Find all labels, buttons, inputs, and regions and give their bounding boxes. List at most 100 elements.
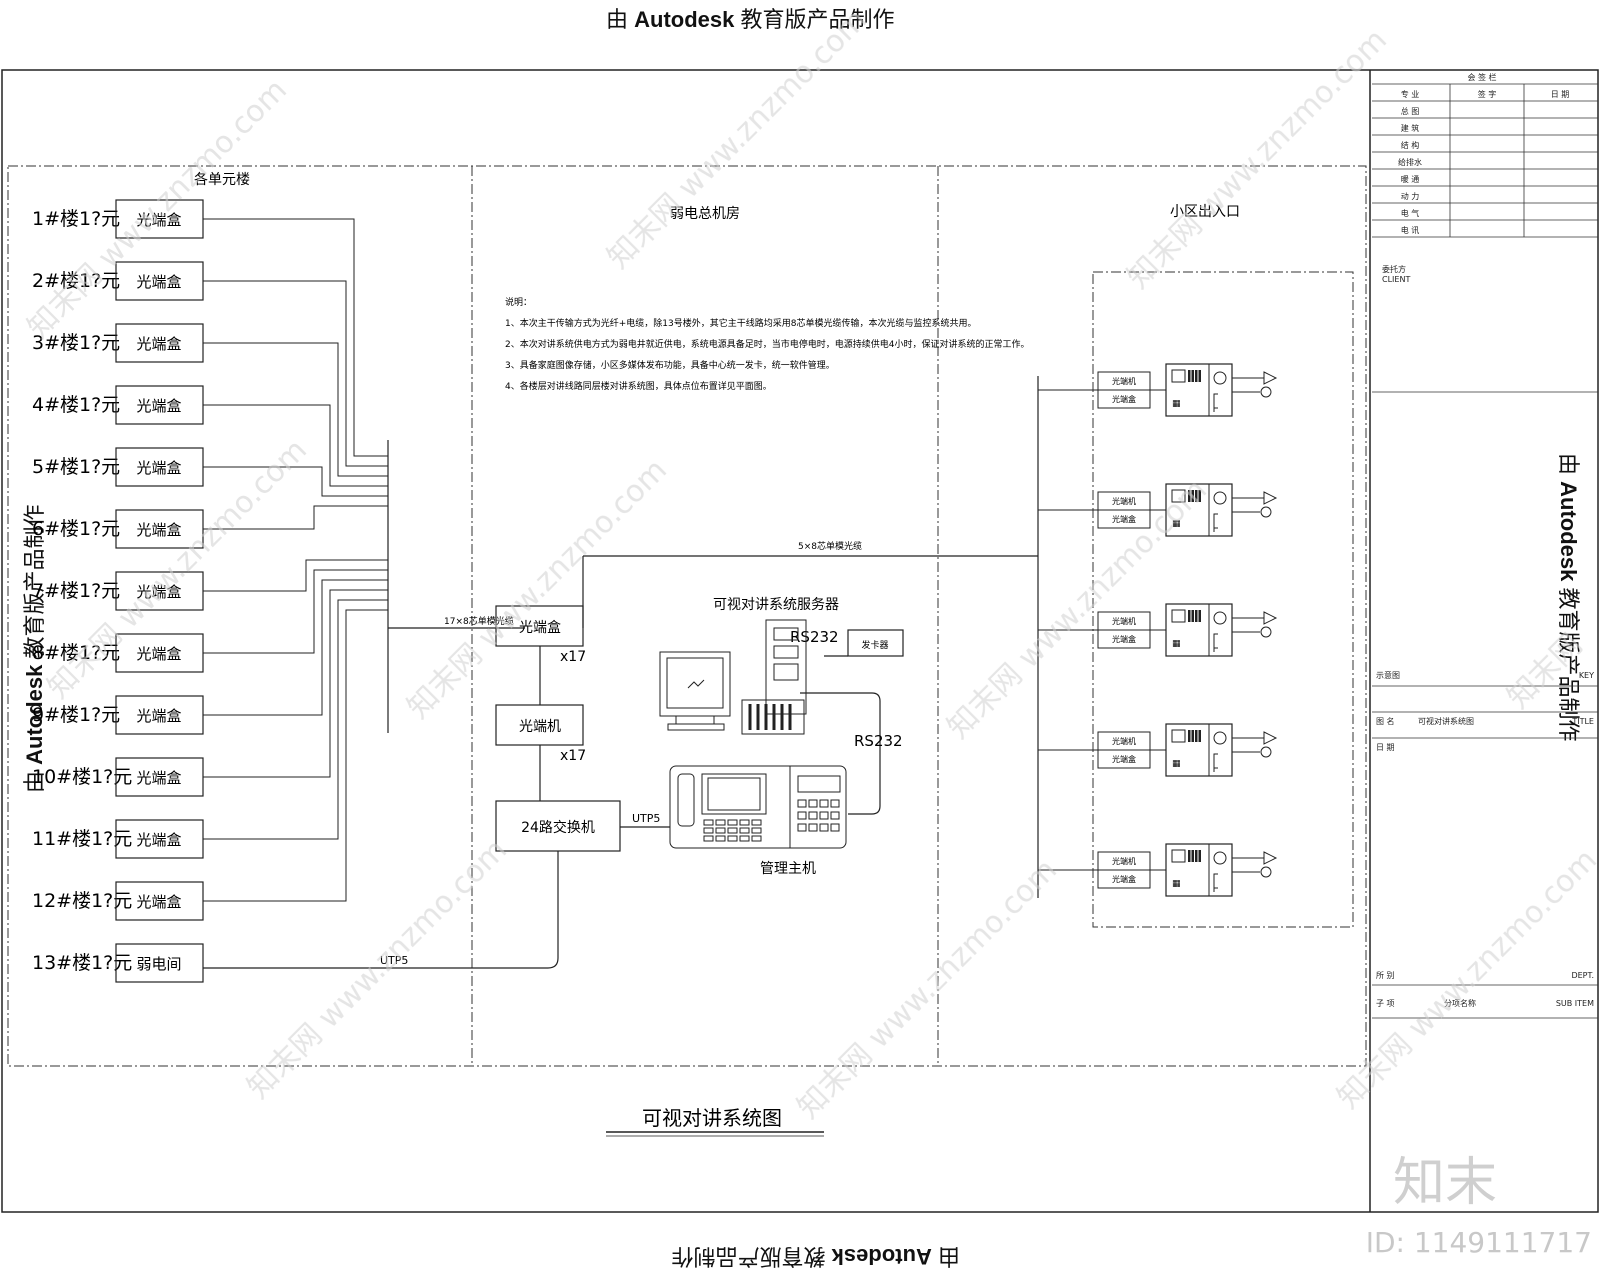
building-fiber-line [203,559,388,592]
building-label: 8#楼1?元 [32,642,120,664]
host-key [808,799,818,808]
svg-text:知末网 www.znzmo.com: 知末网 www.znzmo.com [1331,843,1600,1116]
door-handle [1213,873,1218,892]
section-units: 各单元楼 [194,172,250,188]
notes-title: 说明： [505,296,532,308]
svg-text:知末网 www.znzmo.com: 知末网 www.znzmo.com [401,453,674,726]
rs232-a: RS232 [790,628,839,646]
host-key [727,835,738,842]
building-box-label: 光端盒 [136,521,181,539]
building-fiber-line [203,505,388,530]
host-key [797,823,807,832]
building-box-label: 光端盒 [136,893,181,911]
watermark-name: 知末网 [601,187,689,275]
host-key [739,835,750,842]
building-fiber-line [203,342,388,477]
svg-text:知末网 www.znzmo.com: 知末网 www.znzmo.com [941,473,1214,746]
host-key [808,811,818,820]
tb-sub-mid: 分项名称 [1444,998,1476,1008]
door-button-icon [1260,386,1272,398]
x17-b: x17 [560,748,586,764]
door-handle [1213,633,1218,652]
building-fiber-line [203,589,388,778]
tb-date-cn: 日 期 [1376,743,1395,752]
svg-text:知末网 www.znzmo.com: 知末网 www.znzmo.com [791,853,1064,1126]
host-key [751,827,762,834]
utp5-b13: UTP5 [380,954,408,967]
door-lock-icon [1263,611,1278,625]
gate-bottom-label: 光端盒 [1112,754,1136,764]
watermark-site: www.znzmo.com [311,833,514,1036]
title-block [1372,83,1598,1019]
tb-key-cn: 示意图 [1376,670,1400,680]
host-key [715,835,726,842]
watermark-name: 知末网 [941,657,1029,745]
building-label: 1#楼1?元 [32,208,120,230]
building-box-label: 光端盒 [136,335,181,353]
watermark-name: 知末网 [1121,207,1209,295]
building-box-label: 光端盒 [136,211,181,229]
building-label: 13#楼1?元 [32,952,132,974]
tb-title-value: 可视对讲系统图 [1418,716,1474,726]
door-keypad [1188,490,1191,502]
tb-dept-cn: 所 别 [1376,970,1395,980]
tb-col-sign: 签 字 [1478,89,1497,99]
tb-client-cn: 委托方 [1382,264,1406,274]
tb-dept-en: DEPT. [1571,971,1594,980]
section-machine-room: 弱电总机房 [670,206,740,222]
door-lock-icon [1263,731,1278,745]
host-key [715,827,726,834]
watermark-layer: 知末网 www.znzmo.com 知末网 www.znzmo.com 知末网 … [21,3,1600,1126]
door-button-icon [1260,506,1272,518]
door-keypad [1198,610,1201,622]
door-button-icon [1260,866,1272,878]
host-key [797,799,807,808]
building-opt-box [115,943,204,983]
building-label: 9#楼1?元 [32,704,120,726]
host-key [751,835,762,842]
building-label: 2#楼1?元 [32,270,120,292]
building-box-label: 光端盒 [136,583,181,601]
host-key [797,811,807,820]
door-handle [1213,513,1218,532]
utp5-switch: UTP5 [632,812,660,825]
host-key [739,827,750,834]
door-speaker-icon [1213,371,1227,385]
tb-sign-header: 会 签 栏 [1467,72,1496,82]
gate-bottom-label: 光端盒 [1112,514,1136,524]
gate-top-label: 光端机 [1112,376,1136,386]
tb-title-en: TITLE [1571,717,1594,726]
building-box-label: 光端盒 [136,273,181,291]
host-key [808,823,818,832]
door-camera [1171,489,1186,503]
building-fiber-line [203,404,388,487]
door-station-icon [1165,723,1233,777]
tb-row: 电 讯 [1401,225,1420,235]
building-box-label: 光端盒 [136,459,181,477]
svg-text:知末网 www.znzmo.com: 知末网 www.znzmo.com [241,833,514,1106]
tb-col-specialty: 专 业 [1401,89,1420,99]
tb-sub-en: SUB ITEM [1556,999,1594,1008]
building-label: 11#楼1?元 [32,828,132,850]
svg-text:知末网 www.znzmo.com: 知末网 www.znzmo.com [1121,23,1394,296]
door-keypad [1191,610,1194,622]
building-label: 4#楼1?元 [32,394,120,416]
note-1: 1、本次主干传输方式为光纤+电缆，除13号楼外，其它主干线路均采用8芯单模光缆传… [505,317,976,329]
door-speaker-icon [1213,491,1227,505]
tb-row: 建 筑 [1401,123,1420,133]
tb-row: 暖 通 [1401,174,1420,184]
door-handle [1213,753,1218,772]
zone-borders [7,165,1367,1067]
watermark-site: www.znzmo.com [91,73,294,276]
tb-title-cn: 图 名 [1376,716,1395,726]
host-key [703,819,714,826]
door-speaker-icon [1213,611,1227,625]
tb-col-date: 日 期 [1551,90,1570,99]
door-keypad [1198,850,1201,862]
door-lock-icon [1263,371,1278,385]
watermark-name: 知末网 [791,1037,879,1125]
door-keypad [1191,490,1194,502]
door-keypad [1198,490,1201,502]
building-label: 12#楼1?元 [32,890,132,912]
